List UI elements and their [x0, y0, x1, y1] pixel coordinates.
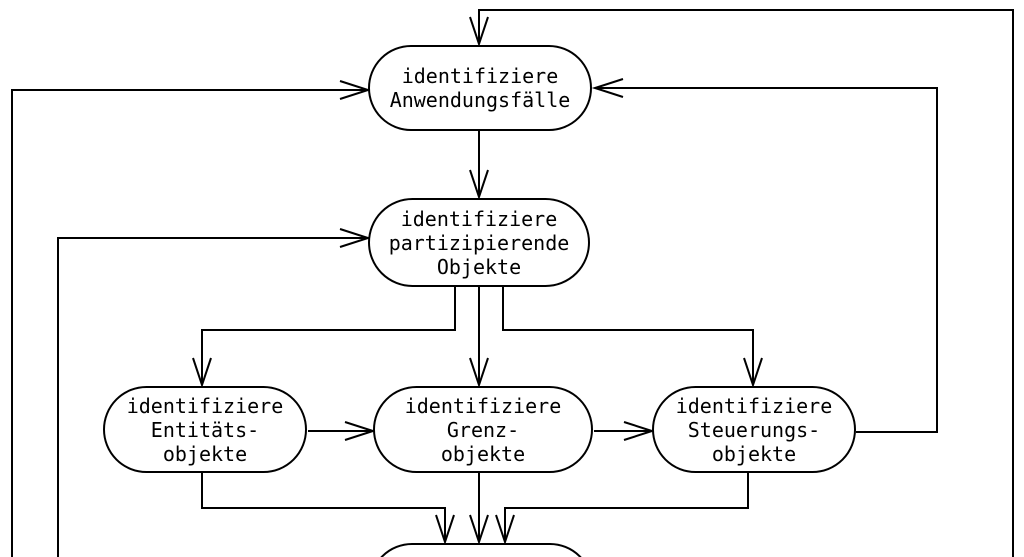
edge-partizipierende-to-entitaets	[192, 287, 456, 389]
node-identifiziere-grenzobjekte: identifiziere Grenz- objekte	[373, 386, 593, 473]
edge-entitaets-to-bottom	[201, 473, 455, 546]
edge-partizipierende-to-steuerungs	[502, 287, 763, 389]
node-identifiziere-entitaetsobjekte: identifiziere Entitäts- objekte	[103, 386, 307, 473]
edge-entitaets-to-grenz	[308, 421, 377, 441]
node-label: identifiziere Entitäts- objekte	[126, 393, 284, 466]
node-identifiziere-partizipierende-objekte: identifiziere partizipierende Objekte	[368, 198, 590, 287]
edge-leftloop-to-anwendungsfaelle	[11, 80, 372, 557]
edge-grenz-to-bottom	[469, 473, 489, 546]
edge-steuerungs-to-anwendungsfaelle	[591, 78, 938, 433]
node-label: identifiziere Grenz- objekte	[404, 393, 562, 466]
edge-anwendungsfaelle-to-partizipierende	[469, 131, 489, 201]
node-label: identifiziere Steuerungs- objekte	[675, 393, 833, 466]
node-identifiziere-anwendungsfaelle: identifiziere Anwendungsfälle	[368, 45, 592, 131]
node-identifiziere-steuerungsobjekte: identifiziere Steuerungs- objekte	[652, 386, 856, 473]
edge-bottomloop-to-anwendungsfaelle	[469, 9, 1014, 557]
node-label: identifiziere Anwendungsfälle	[389, 64, 571, 112]
edge-partizipierende-to-grenz	[469, 287, 489, 389]
edge-steuerungs-to-bottom	[495, 473, 749, 546]
node-bottom-partial	[369, 543, 593, 557]
edge-grenz-to-steuerungs	[594, 421, 656, 441]
node-label: identifiziere partizipierende Objekte	[388, 206, 570, 279]
